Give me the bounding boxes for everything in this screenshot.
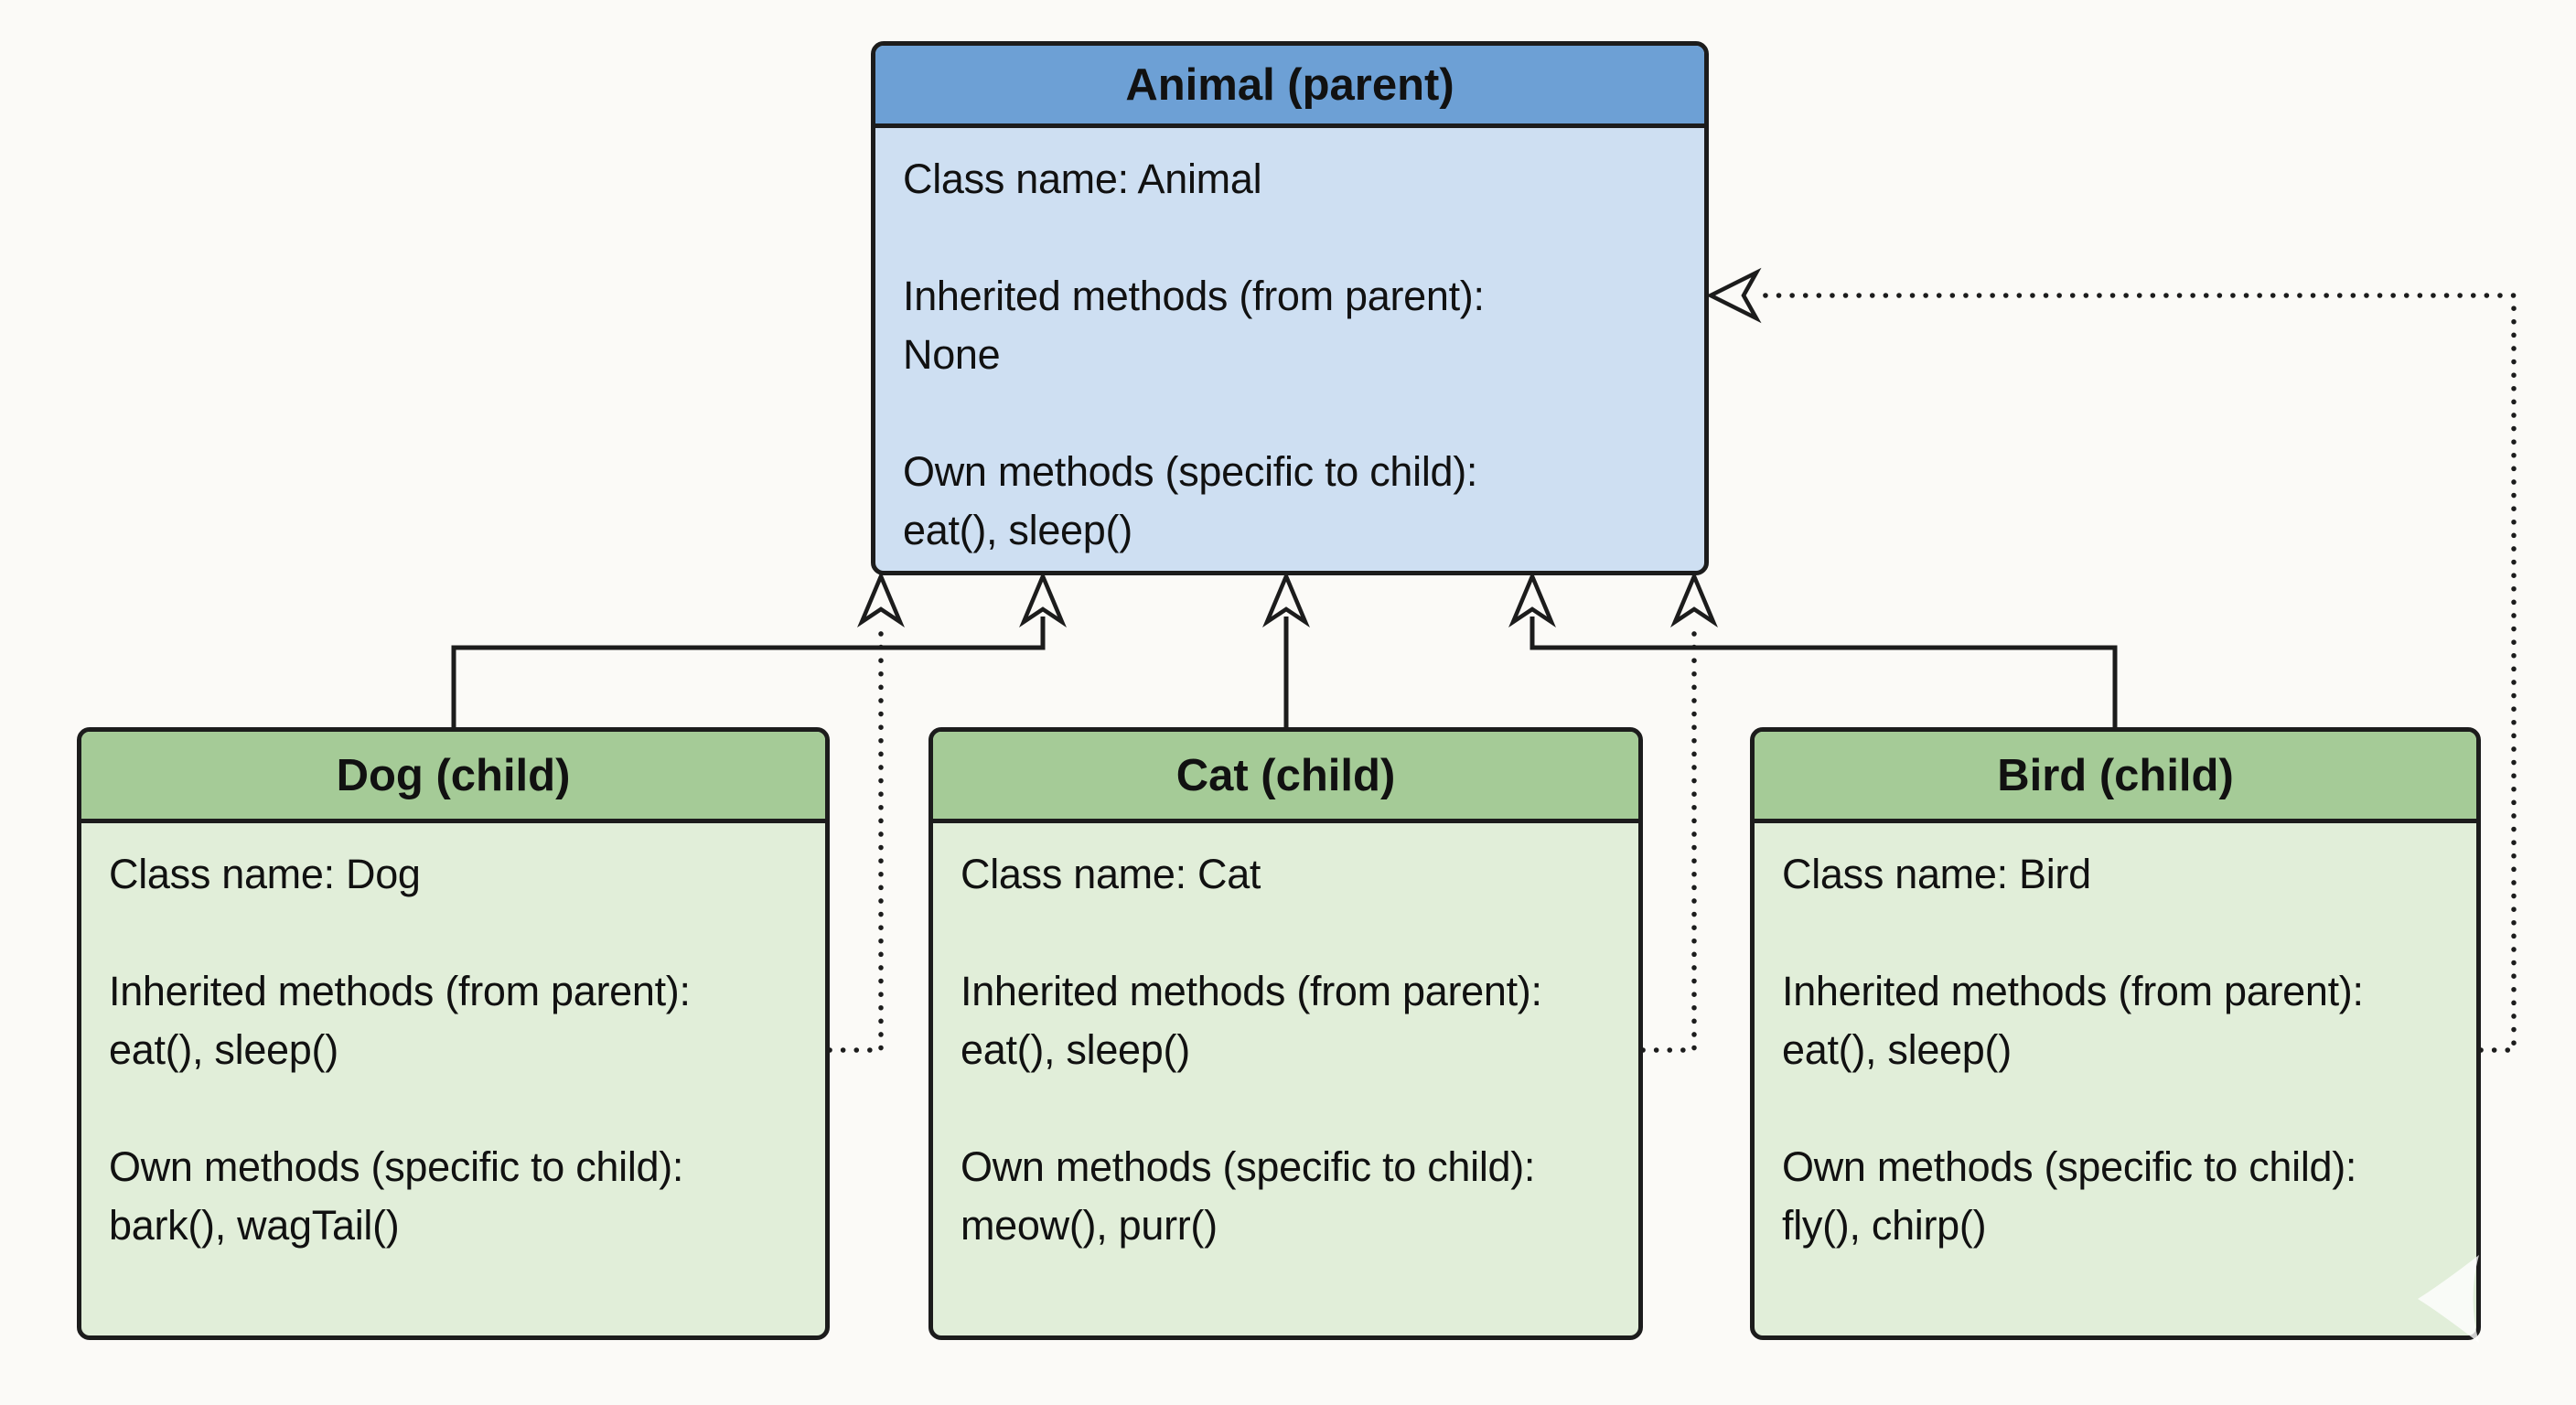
class-box-animal: Animal (parent) Class name: Animal Inher… xyxy=(871,41,1709,575)
own-methods-value: fly(), chirp() xyxy=(1782,1202,1987,1249)
class-box-cat-title: Cat (child) xyxy=(933,732,1638,823)
own-methods-label: Own methods (specific to child): xyxy=(109,1143,684,1190)
inherited-methods-label: Inherited methods (from parent): xyxy=(109,968,691,1014)
class-box-cat-body: Class name: Cat Inherited methods (from … xyxy=(933,823,1638,1255)
own-methods-label: Own methods (specific to child): xyxy=(1782,1143,2357,1190)
class-name-line: Class name: Bird xyxy=(1782,851,2091,897)
class-box-bird: Bird (child) Class name: Bird Inherited … xyxy=(1750,727,2481,1340)
class-box-bird-body: Class name: Bird Inherited methods (from… xyxy=(1755,823,2476,1255)
class-name-line: Class name: Dog xyxy=(109,851,421,897)
class-box-animal-body: Class name: Animal Inherited methods (fr… xyxy=(875,128,1704,560)
own-methods-label: Own methods (specific to child): xyxy=(903,448,1478,495)
class-box-dog-title: Dog (child) xyxy=(81,732,825,823)
inherited-methods-value: eat(), sleep() xyxy=(109,1026,338,1073)
class-box-bird-title: Bird (child) xyxy=(1755,732,2476,823)
class-box-cat: Cat (child) Class name: Cat Inherited me… xyxy=(928,727,1643,1340)
hollow-triangle-arrowhead xyxy=(1262,571,1310,628)
inherited-methods-label: Inherited methods (from parent): xyxy=(903,273,1485,319)
hollow-triangle-arrowhead xyxy=(1019,571,1067,628)
class-name-line: Class name: Animal xyxy=(903,156,1262,202)
own-methods-value: meow(), purr() xyxy=(961,1202,1218,1249)
inherited-methods-label: Inherited methods (from parent): xyxy=(1782,968,2364,1014)
own-methods-value: bark(), wagTail() xyxy=(109,1202,400,1249)
own-methods-label: Own methods (specific to child): xyxy=(961,1143,1536,1190)
hollow-triangle-arrowhead xyxy=(1508,571,1556,628)
hollow-triangle-arrowhead xyxy=(1670,571,1718,628)
inheritance-line-bird-solid xyxy=(1530,617,2118,727)
class-name-line: Class name: Cat xyxy=(961,851,1261,897)
inherited-methods-value: eat(), sleep() xyxy=(1782,1026,2012,1073)
inherited-methods-value: None xyxy=(903,331,1001,378)
own-methods-value: eat(), sleep() xyxy=(903,507,1132,553)
inherited-methods-label: Inherited methods (from parent): xyxy=(961,968,1542,1014)
hollow-triangle-arrowhead-left xyxy=(1705,267,1762,324)
inheritance-line-cat-dotted xyxy=(1640,623,1697,1053)
class-box-animal-title: Animal (parent) xyxy=(875,46,1704,128)
inheritance-line-dog-dotted xyxy=(827,623,884,1053)
inherited-methods-value: eat(), sleep() xyxy=(961,1026,1190,1073)
inheritance-line-dog-solid xyxy=(451,617,1046,727)
class-box-dog-body: Class name: Dog Inherited methods (from … xyxy=(81,823,825,1255)
class-box-dog: Dog (child) Class name: Dog Inherited me… xyxy=(77,727,830,1340)
hollow-triangle-arrowhead xyxy=(857,571,905,628)
